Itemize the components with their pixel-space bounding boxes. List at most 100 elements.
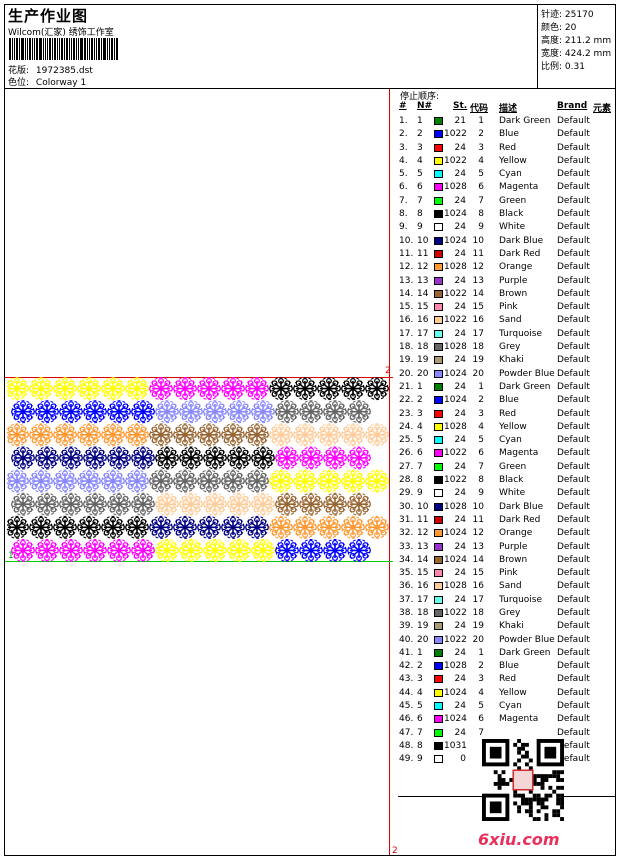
embroidery-flower xyxy=(155,492,179,516)
color-swatch xyxy=(434,715,443,724)
row-description: Orange xyxy=(499,262,533,273)
row-needle: 7 xyxy=(417,195,423,206)
row-brand: Default xyxy=(557,421,590,432)
row-brand: Default xyxy=(557,674,590,685)
row-stitches: 24 xyxy=(454,408,466,419)
row-needle: 1 xyxy=(417,381,423,392)
embroidery-flower xyxy=(197,423,221,447)
embroidery-flower xyxy=(35,446,59,470)
row-brand: Default xyxy=(557,395,590,406)
row-brand: Default xyxy=(557,621,590,632)
embroidery-flower xyxy=(365,377,389,401)
row-brand: Default xyxy=(557,315,590,326)
row-index: 43. xyxy=(399,674,414,685)
row-description: Cyan xyxy=(499,701,522,712)
row-index: 30. xyxy=(399,501,414,512)
color-swatch xyxy=(434,675,443,684)
embroidery-flower xyxy=(11,400,35,424)
row-stitches: 24 xyxy=(454,674,466,685)
row-code: 12 xyxy=(472,262,484,273)
row-brand: Default xyxy=(557,514,590,525)
row-description: Blue xyxy=(499,129,519,140)
embroidery-flower xyxy=(11,446,35,470)
row-description: Grey xyxy=(499,342,521,353)
barcode-bar xyxy=(66,38,69,60)
embroidery-flower xyxy=(347,400,371,424)
row-index: 12. xyxy=(399,262,414,273)
barcode-bar xyxy=(94,38,96,60)
row-brand: Default xyxy=(557,714,590,725)
embroidery-flower xyxy=(221,423,245,447)
row-stitches: 1024 xyxy=(444,528,467,539)
row-needle: 5 xyxy=(417,701,423,712)
row-description: Cyan xyxy=(499,435,522,446)
row-needle: 12 xyxy=(417,262,429,273)
barcode-bar xyxy=(33,38,35,60)
embroidery-flower xyxy=(293,515,317,539)
barcode-bar xyxy=(76,38,78,60)
embroidery-flower xyxy=(29,423,53,447)
barcode-bar xyxy=(11,38,13,60)
row-code: 11 xyxy=(472,514,484,525)
row-code: 5 xyxy=(478,435,484,446)
row-code: 2 xyxy=(478,395,484,406)
row-needle: 11 xyxy=(417,248,429,259)
embroidery-flower xyxy=(125,423,149,447)
color-swatch xyxy=(434,489,443,498)
row-stitches: 24 xyxy=(454,248,466,259)
design-stats: 针迹: 25170 颜色: 20 高度: 211.2 mm 宽度: 424.2 … xyxy=(538,5,615,89)
barcode-bar xyxy=(53,38,56,60)
row-brand: Default xyxy=(557,475,590,486)
row-description: Dark Green xyxy=(499,381,551,392)
embroidery-flower xyxy=(341,469,365,493)
row-index: 24. xyxy=(399,421,414,432)
color-swatch xyxy=(434,422,443,431)
embroidery-flower xyxy=(269,377,293,401)
row-stitches: 1024 xyxy=(444,714,467,725)
row-code: 9 xyxy=(478,488,484,499)
row-stitches: 1022 xyxy=(444,129,467,140)
colors-value: 20 xyxy=(564,23,577,33)
barcode-bar xyxy=(107,38,109,60)
barcode-bar xyxy=(64,38,66,60)
color-swatch xyxy=(434,143,443,152)
row-stitches: 24 xyxy=(454,568,466,579)
row-code: 14 xyxy=(472,554,484,565)
embroidery-flower xyxy=(107,538,131,562)
row-needle: 9 xyxy=(417,754,423,765)
embroidery-flower xyxy=(341,515,365,539)
row-stitches: 24 xyxy=(454,355,466,366)
color-swatch xyxy=(434,196,443,205)
embroidery-flower xyxy=(227,492,251,516)
row-stitches: 24 xyxy=(454,541,466,552)
row-index: 14. xyxy=(399,288,414,299)
row-brand: Default xyxy=(557,129,590,140)
embroidery-flower xyxy=(317,469,341,493)
embroidery-flower xyxy=(221,515,245,539)
embroidery-flower xyxy=(35,538,59,562)
row-stitches: 24 xyxy=(454,435,466,446)
col-header-n: N# xyxy=(417,101,433,111)
embroidery-flower xyxy=(299,492,323,516)
row-description: Blue xyxy=(499,395,519,406)
row-brand: Default xyxy=(557,501,590,512)
row-stitches: 1022 xyxy=(444,288,467,299)
row-index: 42. xyxy=(399,661,414,672)
barcode-bar xyxy=(35,38,38,60)
color-swatch xyxy=(434,635,443,644)
row-description: Purple xyxy=(499,541,528,552)
row-brand: Default xyxy=(557,541,590,552)
embroidery-flower xyxy=(35,400,59,424)
row-stitches: 1024 xyxy=(444,395,467,406)
row-stitches: 1024 xyxy=(444,209,467,220)
